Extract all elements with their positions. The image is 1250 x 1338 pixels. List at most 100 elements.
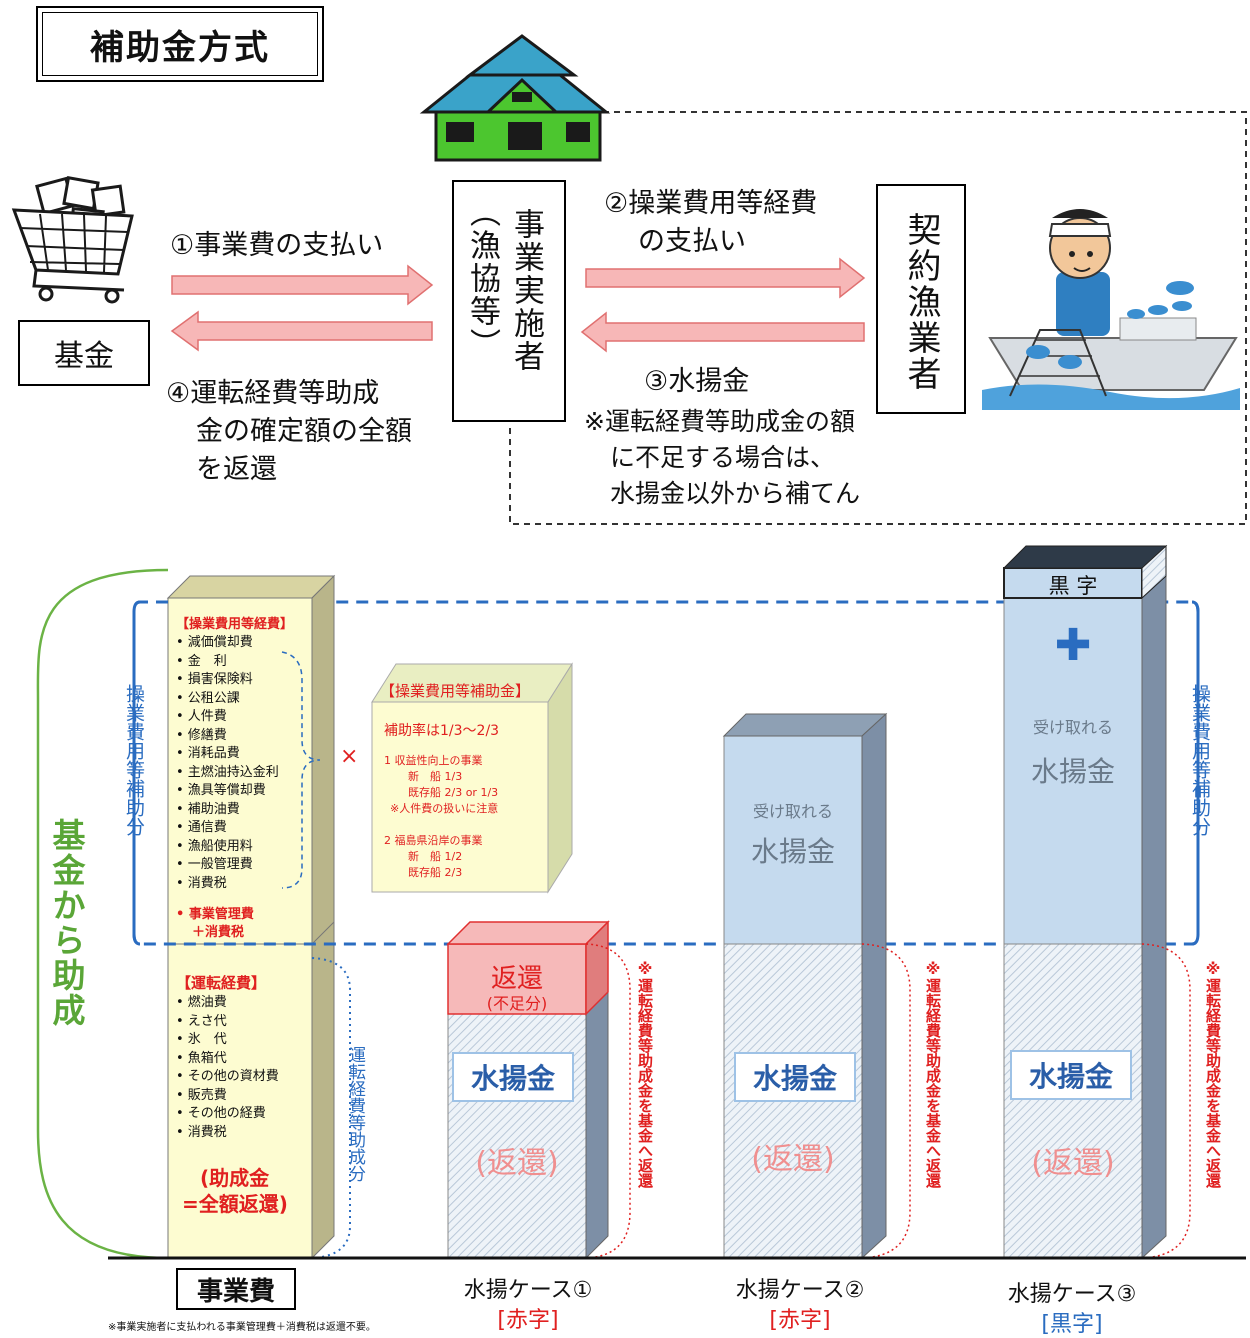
arrow1-label: ①事業費の支払い — [170, 230, 384, 261]
house-icon — [419, 34, 611, 162]
note-line-1: ※運転経費等助成金の額 — [584, 407, 855, 436]
list-item: • 漁具等償却費 — [176, 783, 266, 798]
fisher-box: 契約漁業者 — [876, 184, 966, 414]
list-item: • 減価償却費 — [176, 635, 253, 650]
case3-receivable: 受け取れる — [1032, 718, 1113, 737]
note-line-3: 水揚金以外から補てん — [610, 479, 861, 508]
case2-landing: 水揚金 — [734, 1052, 856, 1102]
arrow4-label-3: を返還 — [196, 454, 277, 485]
arrow2-label-2: の支払い — [638, 226, 746, 257]
fund-box: 基金 — [18, 320, 150, 386]
case1-tag: [赤字] — [497, 1308, 559, 1333]
case2-receivable: 受け取れる — [752, 802, 833, 821]
case3-receivable-landing: 水揚金 — [1030, 755, 1115, 788]
case1-landing: 水揚金 — [452, 1052, 574, 1102]
subsidy-line-6: 新 船 1/2 — [408, 850, 463, 863]
subsidy-header: 【操業費用等補助金】 — [380, 682, 531, 700]
case3-label: 水揚ケース③ — [1007, 1282, 1137, 1307]
list-item: • 補助油費 — [176, 801, 240, 817]
title-box: 補助金方式 — [36, 6, 324, 82]
operator-box: 事業実施者 （漁協等） — [452, 180, 566, 422]
fisherman-boat-icon — [982, 209, 1240, 410]
list-item: • 消費税 — [176, 875, 227, 891]
list-item: • その他の経費 — [176, 1106, 266, 1121]
arrow3-label: ③水揚金 — [644, 366, 750, 397]
list-item: • 消耗品費 — [176, 746, 240, 761]
subsidy-box — [371, 662, 573, 894]
case3-tag: [黒字] — [1041, 1312, 1103, 1337]
list-item: • 一般管理費 — [176, 857, 253, 872]
list-item: • 漁船使用料 — [176, 838, 253, 854]
list-item: • 魚箱代 — [176, 1050, 227, 1066]
subsidy-line-3: 既存船 2/3 or 1/3 — [408, 786, 499, 799]
list-item: • 公租公課 — [176, 690, 240, 706]
subsidy-side-label-right: 操業費用等補助分 — [1189, 684, 1211, 836]
subsidy-line-4: ※人件費の扱いに注意 — [390, 802, 499, 815]
case2-label: 水揚ケース② — [735, 1278, 865, 1303]
subsidy-rate: 補助率は1/3～2/3 — [384, 723, 500, 739]
case1-refund-sub: (不足分) — [486, 994, 548, 1013]
list-item: • 通信費 — [176, 820, 227, 835]
running-expense-list: • 燃油費 • えさ代 • 氷 代 • 魚箱代 • その他の資材費 • 販売費 • その他の… — [176, 994, 279, 1142]
list-item: • その他の資材費 — [176, 1069, 279, 1084]
case3-landing: 水揚金 — [1010, 1050, 1132, 1100]
list-item: • 人件費 — [176, 709, 227, 724]
list-item: • 販売費 — [176, 1087, 227, 1103]
running-note-1: (助成金 — [200, 1166, 270, 1190]
case2-tag: [赤字] — [769, 1308, 831, 1333]
subsidy-line-2: 新 船 1/3 — [408, 770, 463, 783]
fisher-label: 契約漁業者 — [901, 212, 941, 392]
case1-refund-paren: (返還) — [475, 1146, 559, 1181]
ops-expense-header: 【操業費用等経費】 — [176, 617, 294, 632]
arrow-4 — [170, 310, 433, 352]
biz-cost-column — [166, 574, 336, 1260]
case1-label: 水揚ケース① — [463, 1278, 593, 1303]
case3-surplus: 黒 字 — [1048, 574, 1098, 598]
arrow-3 — [580, 311, 865, 353]
list-item: • えさ代 — [176, 1013, 227, 1029]
arrow4-label-2: 金の確定額の全額 — [196, 416, 412, 447]
arrow2-label-1: ②操業費用等経費 — [604, 188, 818, 219]
arrow-2 — [585, 257, 866, 299]
plus-icon: ✚ — [1054, 620, 1092, 671]
side-note-1: ※運転経費等助成金を基金へ返還 — [636, 960, 654, 1188]
case3-refund-paren: (返還) — [1031, 1146, 1115, 1181]
subsidy-line-1: 1 収益性向上の事業 — [384, 754, 483, 767]
running-note-2: =全額返還) — [182, 1192, 288, 1216]
running-header: 【運転経費】 — [176, 974, 267, 992]
mgmt-text-1: 事業管理費 — [188, 907, 254, 922]
list-item: • 主燃油持込金利 — [176, 764, 279, 780]
arrow4-label-1: ④運転経費等助成 — [166, 378, 380, 409]
case2-receivable-landing: 水揚金 — [750, 835, 835, 868]
case2-refund-paren: (返還) — [751, 1142, 835, 1177]
list-item: • 消費税 — [176, 1124, 227, 1140]
cart-icon — [11, 176, 134, 304]
case2-column — [722, 712, 888, 1260]
ops-expense-list: • 減価償却費• 金 利• 損害保険料• 公租公課• 人件費• 修繕費• 消耗品… — [176, 634, 279, 893]
arrow-1 — [171, 264, 434, 306]
list-item: • 燃油費 — [176, 995, 227, 1010]
note-line-2: に不足する場合は、 — [610, 443, 836, 472]
list-item: • 金 利 — [176, 653, 227, 669]
biz-cost-label: 事業費 — [176, 1268, 296, 1310]
case1-refund: 返還 — [490, 964, 543, 994]
mgmt-line-2: ＋消費税 — [192, 925, 245, 940]
subsidy-line-7: 既存船 2/3 — [408, 866, 463, 879]
subsidy-line-5: 2 福島県沿岸の事業 — [384, 834, 483, 847]
mgmt-line-1: • 事業管理費 — [176, 907, 254, 922]
operator-label: 事業実施者 — [508, 208, 544, 373]
operator-sub: （漁協等） — [464, 196, 500, 361]
side-note-3: ※運転経費等助成金を基金へ返還 — [1204, 960, 1222, 1188]
page-title: 補助金方式 — [42, 12, 318, 76]
list-item: • 損害保険料 — [176, 672, 253, 687]
fund-support-label: 基金から助成 — [47, 818, 86, 1028]
fund-bracket — [36, 568, 169, 1260]
side-note-2: ※運転経費等助成金を基金へ返還 — [924, 960, 942, 1188]
subsidy-side-label-left: 操業費用等補助分 — [123, 684, 145, 836]
list-item: • 氷 代 — [176, 1032, 227, 1047]
times-symbol: × — [340, 744, 359, 769]
running-side-label: 運転経費等助成分 — [345, 1046, 365, 1182]
case3-column — [1002, 544, 1168, 1260]
footnote: ※事業実施者に支払われる事業管理費＋消費税は返還不要。 — [108, 1322, 376, 1333]
